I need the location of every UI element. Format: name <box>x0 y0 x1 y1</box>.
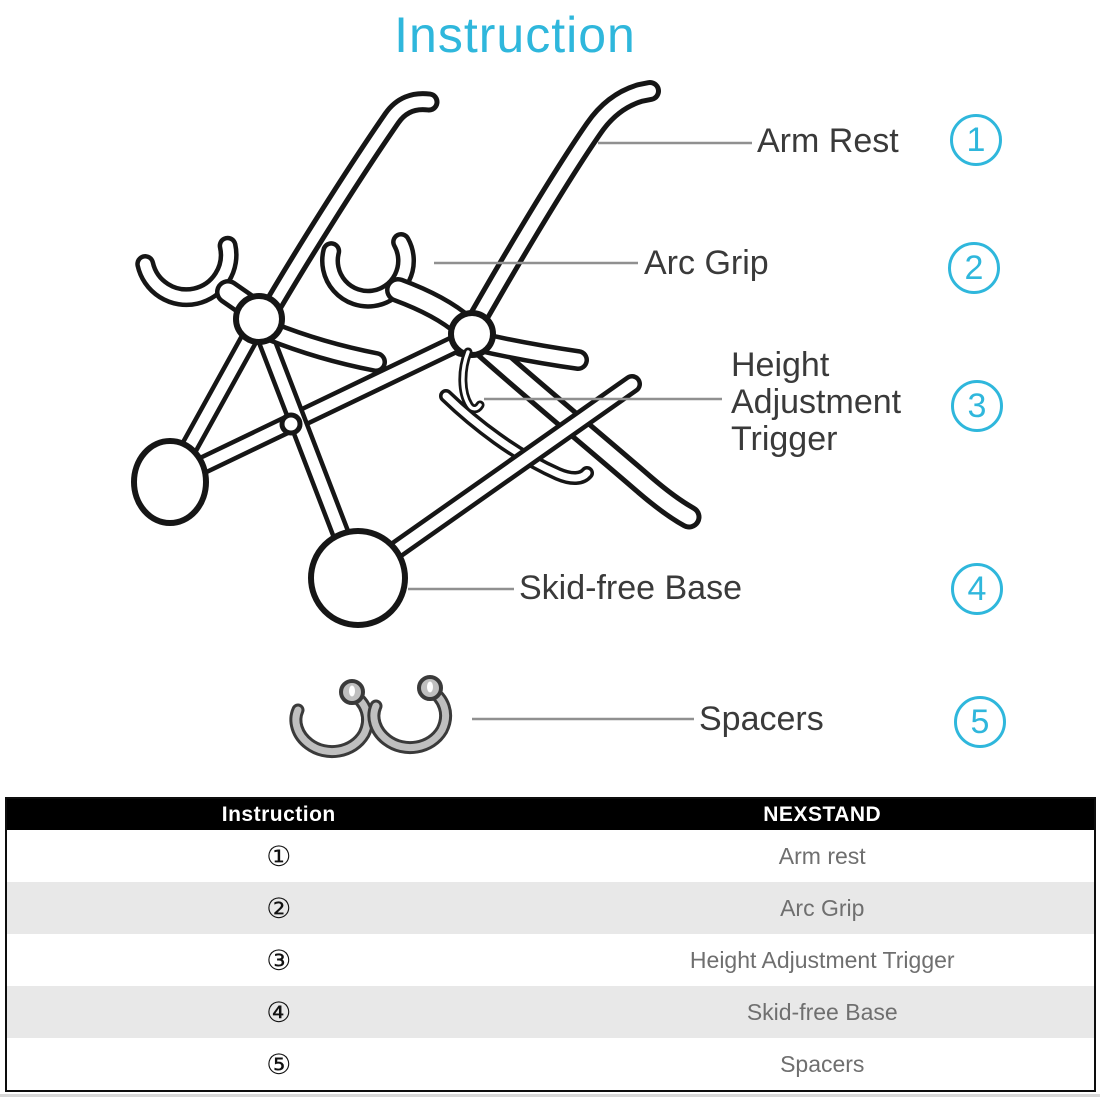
right-leg-drawing <box>461 325 702 530</box>
page-title: Instruction <box>394 7 636 63</box>
label-skid-free-base: Skid-free Base <box>519 569 742 607</box>
arc-grip-drawing <box>135 232 477 339</box>
label-arc-grip: Arc Grip <box>644 244 769 282</box>
frame-bars-drawing <box>161 311 642 586</box>
badge-4: 4 <box>951 563 1003 615</box>
table-header-row: Instruction NEXSTAND <box>7 799 1094 830</box>
row-name: Skid-free Base <box>746 998 898 1025</box>
table-row: ① Arm rest <box>7 830 1094 882</box>
table-header-instruction: Instruction <box>221 802 336 826</box>
row-name: Arc Grip <box>780 894 865 921</box>
row-name: Height Adjustment Trigger <box>689 946 955 973</box>
rear-arm-tip-drawing <box>439 389 594 485</box>
label-height-adjustment-trigger: Height Adjustment Trigger <box>731 346 902 458</box>
spacers-drawing <box>289 675 452 758</box>
badge-5: 5 <box>954 696 1006 748</box>
row-number: ③ <box>266 943 292 977</box>
badge-3: 3 <box>951 380 1003 432</box>
height-adjustment-trigger-drawing <box>458 347 485 414</box>
skid-free-base-drawing <box>131 438 408 628</box>
parts-table: Instruction NEXSTAND ① Arm rest ② Arc Gr… <box>5 797 1096 1092</box>
label-arm-rest: Arm Rest <box>757 122 899 160</box>
pivot-joints-drawing <box>233 293 496 436</box>
table-header-nexstand: NEXSTAND <box>763 802 882 826</box>
label-spacers: Spacers <box>699 700 824 738</box>
table-row: ③ Height Adjustment Trigger <box>7 934 1094 986</box>
table-row: ② Arc Grip <box>7 882 1094 934</box>
badge-2: 2 <box>948 242 1000 294</box>
row-number: ④ <box>266 995 292 1029</box>
row-number: ⑤ <box>266 1047 292 1081</box>
badge-1: 1 <box>950 114 1002 166</box>
table-row: ⑤ Spacers <box>7 1038 1094 1090</box>
row-number: ① <box>266 839 292 873</box>
bottom-divider <box>0 1094 1100 1097</box>
leader-lines <box>408 141 752 721</box>
row-name: Spacers <box>780 1050 865 1077</box>
table-row: ④ Skid-free Base <box>7 986 1094 1038</box>
row-name: Arm rest <box>778 842 866 869</box>
arm-rest-drawing <box>251 80 661 357</box>
row-number: ② <box>266 891 292 925</box>
